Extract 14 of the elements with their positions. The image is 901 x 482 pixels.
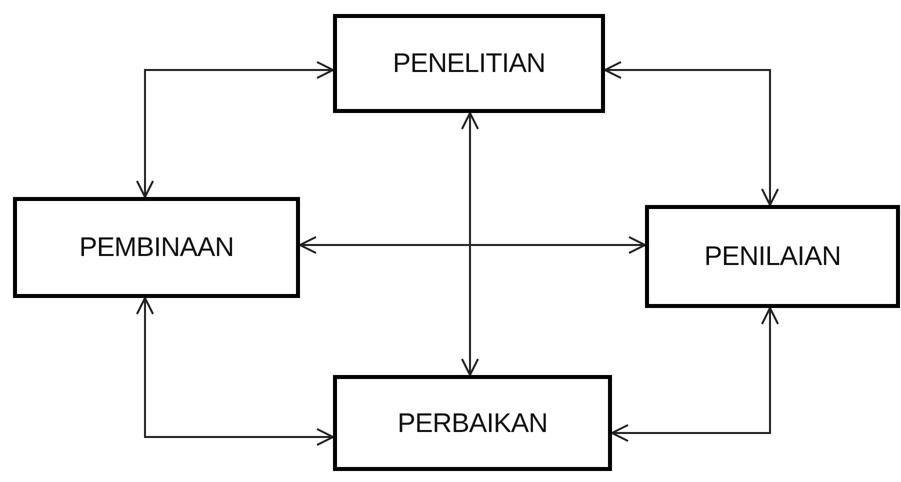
process-box [645,205,900,308]
double-arrow [604,61,779,206]
double-arrow [136,61,334,198]
double-arrow [136,297,334,446]
double-arrow [299,236,646,254]
process-box [333,14,605,113]
node-label: PEMBINAAN [79,232,234,263]
double-arrow [461,112,479,376]
node-label: PENILAIAN [704,241,841,272]
process-box [13,197,300,298]
process-box [333,375,612,471]
node-label: PENELITIAN [392,48,546,79]
double-arrow [611,307,779,442]
node-label: PERBAIKAN [397,408,548,438]
